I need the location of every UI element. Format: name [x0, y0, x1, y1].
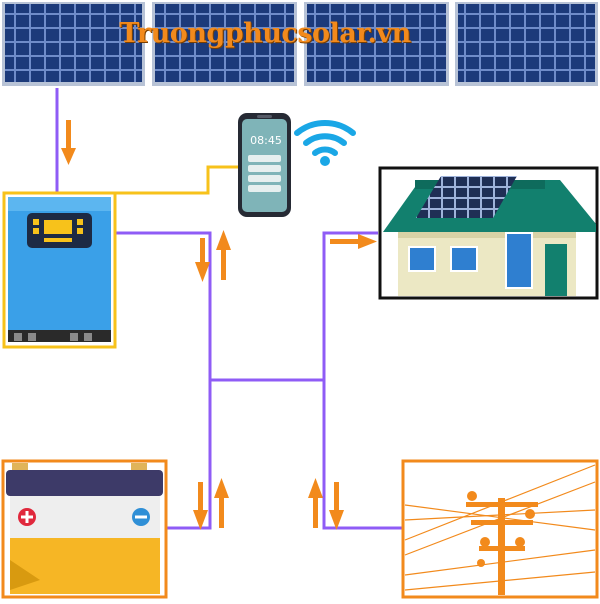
flow-arrow-icon: [214, 478, 229, 528]
wifi-icon: [294, 120, 356, 156]
flow-arrow-icon: [193, 482, 208, 530]
battery-icon: [1, 459, 168, 599]
solar-panel-icon: [152, 2, 297, 86]
wifi-dot: [320, 156, 330, 166]
solar-panel-icon: [304, 2, 449, 86]
flow-arrow-icon: [330, 234, 377, 249]
solar-panel-icon: [2, 2, 145, 86]
inverter-icon: [2, 191, 117, 349]
smartphone-icon: [238, 113, 291, 217]
power-pole-icon: [401, 459, 599, 599]
flow-arrow-icon: [308, 478, 323, 528]
flow-arrow-icon: [216, 230, 231, 280]
flow-arrow-icon: [61, 120, 76, 165]
house-icon: [378, 166, 599, 300]
data-link-wire: [116, 165, 238, 195]
flow-arrow-icon: [195, 238, 210, 282]
flow-arrow-icon: [329, 482, 344, 530]
power-wiring: [55, 88, 402, 530]
phone-clock: 08:45: [250, 134, 282, 147]
solar-panel-icon: [455, 2, 598, 86]
watermark-text: Truongphucsolar.vn: [119, 18, 411, 49]
